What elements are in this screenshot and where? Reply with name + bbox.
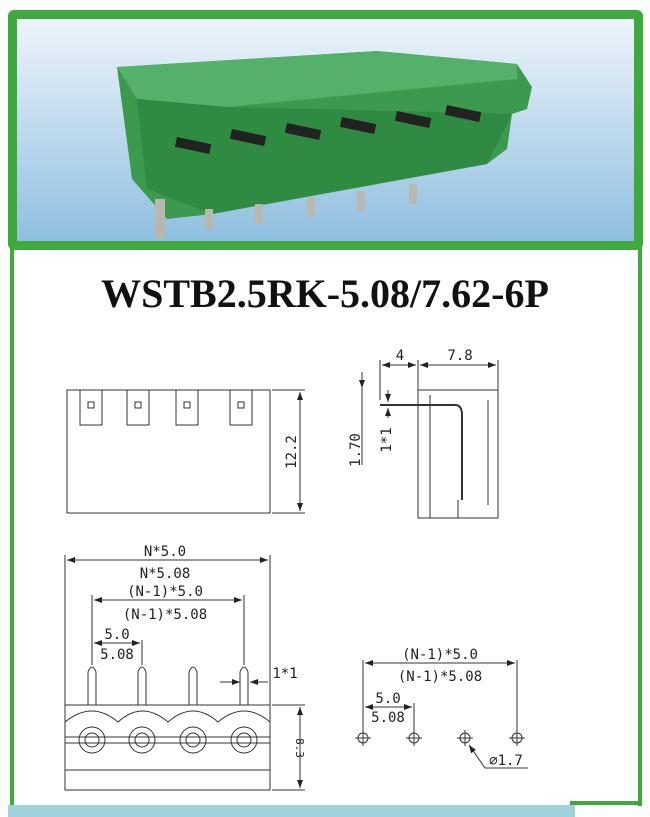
side-view: 4 7.8 1.70 1*1 bbox=[348, 348, 499, 519]
front-height-dim: 12.2 bbox=[284, 435, 300, 469]
hole-pitch-b: 5.08 bbox=[371, 710, 405, 726]
hole-pattern: (N-1)*5.0 (N-1)*5.08 5.0 5.08 ⌀1.7 bbox=[355, 647, 528, 769]
pin-height-dim: 8.3 bbox=[293, 738, 306, 758]
product-photo-frame bbox=[8, 10, 643, 250]
side-dim-1-70: 1.70 bbox=[348, 433, 364, 467]
product-photo bbox=[17, 19, 634, 241]
product-model-title: WSTB2.5RK-5.08/7.62-6P bbox=[101, 271, 549, 316]
side-dim-4: 4 bbox=[396, 348, 404, 364]
hole-diameter: ⌀1.7 bbox=[489, 753, 523, 769]
pin-total-b: N*5.08 bbox=[140, 566, 191, 582]
side-dim-7-8: 7.8 bbox=[447, 348, 472, 364]
connector-photo-icon bbox=[117, 51, 532, 239]
hole-span-a: (N-1)*5.0 bbox=[402, 647, 478, 663]
pcb-hole-icons bbox=[355, 730, 525, 746]
pin-pitch-a: 5.0 bbox=[104, 627, 129, 643]
pin-total-a: N*5.0 bbox=[144, 544, 186, 560]
pin-span-b: (N-1)*5.08 bbox=[123, 607, 207, 623]
pin-pitch-b: 5.08 bbox=[100, 647, 134, 663]
frame-bottom-border bbox=[570, 801, 642, 805]
frame-right-border bbox=[638, 240, 642, 806]
pin-view: N*5.0 N*5.08 (N-1)*5.0 (N-1)*5.08 5.0 5.… bbox=[64, 544, 306, 791]
front-view: 12.2 bbox=[66, 389, 305, 514]
frame-left-border bbox=[10, 240, 14, 806]
pin-size-dim: 1*1 bbox=[272, 666, 297, 682]
hole-span-b: (N-1)*5.08 bbox=[398, 669, 482, 685]
hole-pitch-a: 5.0 bbox=[375, 691, 400, 707]
pin-span-a: (N-1)*5.0 bbox=[127, 584, 203, 600]
parameters-section-bar bbox=[8, 805, 575, 817]
side-pin-size: 1*1 bbox=[379, 427, 395, 452]
